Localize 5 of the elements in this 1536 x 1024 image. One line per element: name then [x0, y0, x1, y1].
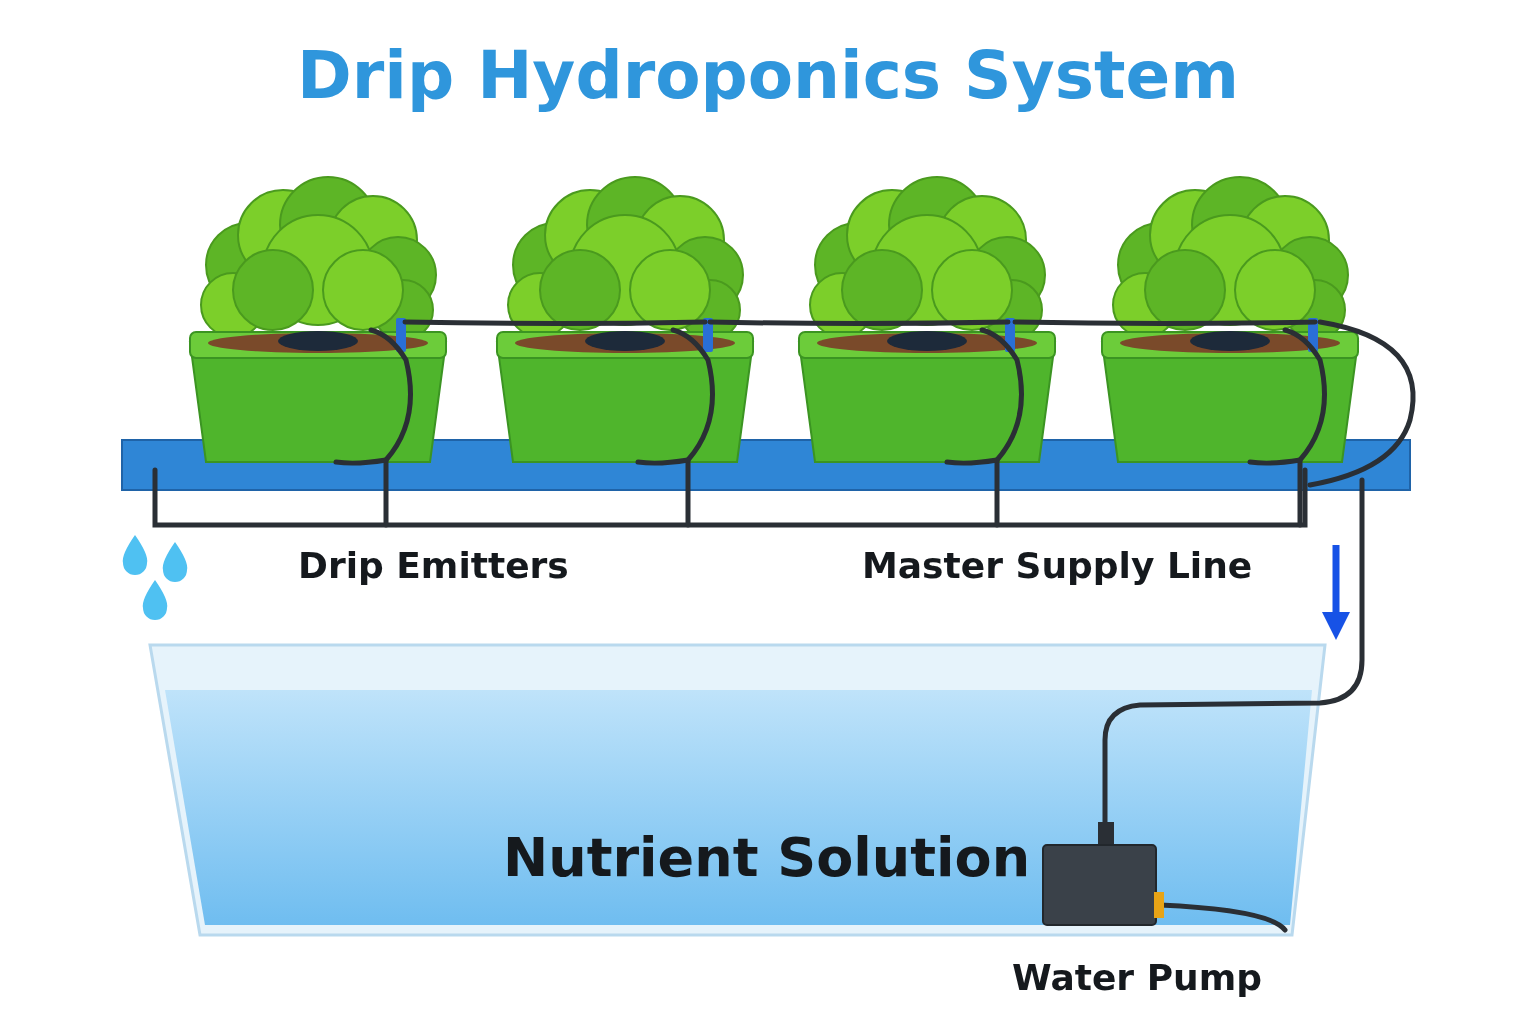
part-label: Drip Emitters — [298, 544, 569, 588]
diagram-title: Drip Hydroponics System — [296, 40, 1240, 113]
part-label: Nutrient Solution — [503, 826, 1031, 891]
part-label: Master Supply Line — [862, 544, 1253, 588]
part-label: Water Pump — [1012, 956, 1262, 1000]
